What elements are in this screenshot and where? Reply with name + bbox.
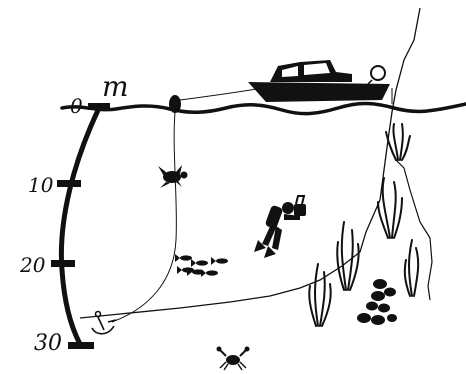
depth-label-30: 30: [34, 331, 62, 356]
boat-mooring-line: [180, 88, 262, 100]
rock: [373, 279, 387, 289]
depth-scale-ticks: [51, 103, 110, 349]
depth-tick-30: [68, 342, 94, 349]
depth-tick-20: [51, 260, 75, 267]
depth-tick-0: [88, 103, 110, 110]
fish-6: [201, 269, 218, 277]
depth-tick-10: [57, 180, 81, 187]
seaweed-icon: [309, 124, 418, 326]
rock: [357, 313, 371, 323]
rock: [366, 302, 378, 311]
fish-1: [175, 254, 192, 262]
rock: [371, 315, 385, 325]
depth-label-20: 20: [19, 253, 46, 277]
depth-label-10: 10: [28, 173, 54, 197]
fish-3: [211, 257, 228, 265]
seaweed-4: [309, 264, 330, 326]
rocks-icon: [357, 279, 397, 325]
rock: [387, 314, 397, 322]
rock: [384, 288, 396, 297]
fish-school-icon: [175, 254, 228, 277]
water-surface-line: [62, 104, 466, 114]
rock: [371, 291, 385, 301]
sea-turtle-icon: [158, 165, 188, 188]
scuba-diver-icon: [254, 196, 306, 258]
boat-icon: [248, 60, 392, 104]
buoy-anchor-line: [112, 112, 176, 322]
depth-scale-arc: [61, 106, 100, 344]
fish-2: [191, 259, 208, 267]
seaweed-5: [405, 240, 418, 296]
depth-label-0: 0: [70, 94, 83, 118]
crab-icon: [217, 347, 250, 371]
fish-4: [177, 266, 194, 274]
depth-unit-label: m: [102, 70, 129, 103]
rock: [378, 304, 390, 313]
shore-cliff-line: [80, 8, 420, 318]
buoy-icon: [169, 95, 181, 113]
